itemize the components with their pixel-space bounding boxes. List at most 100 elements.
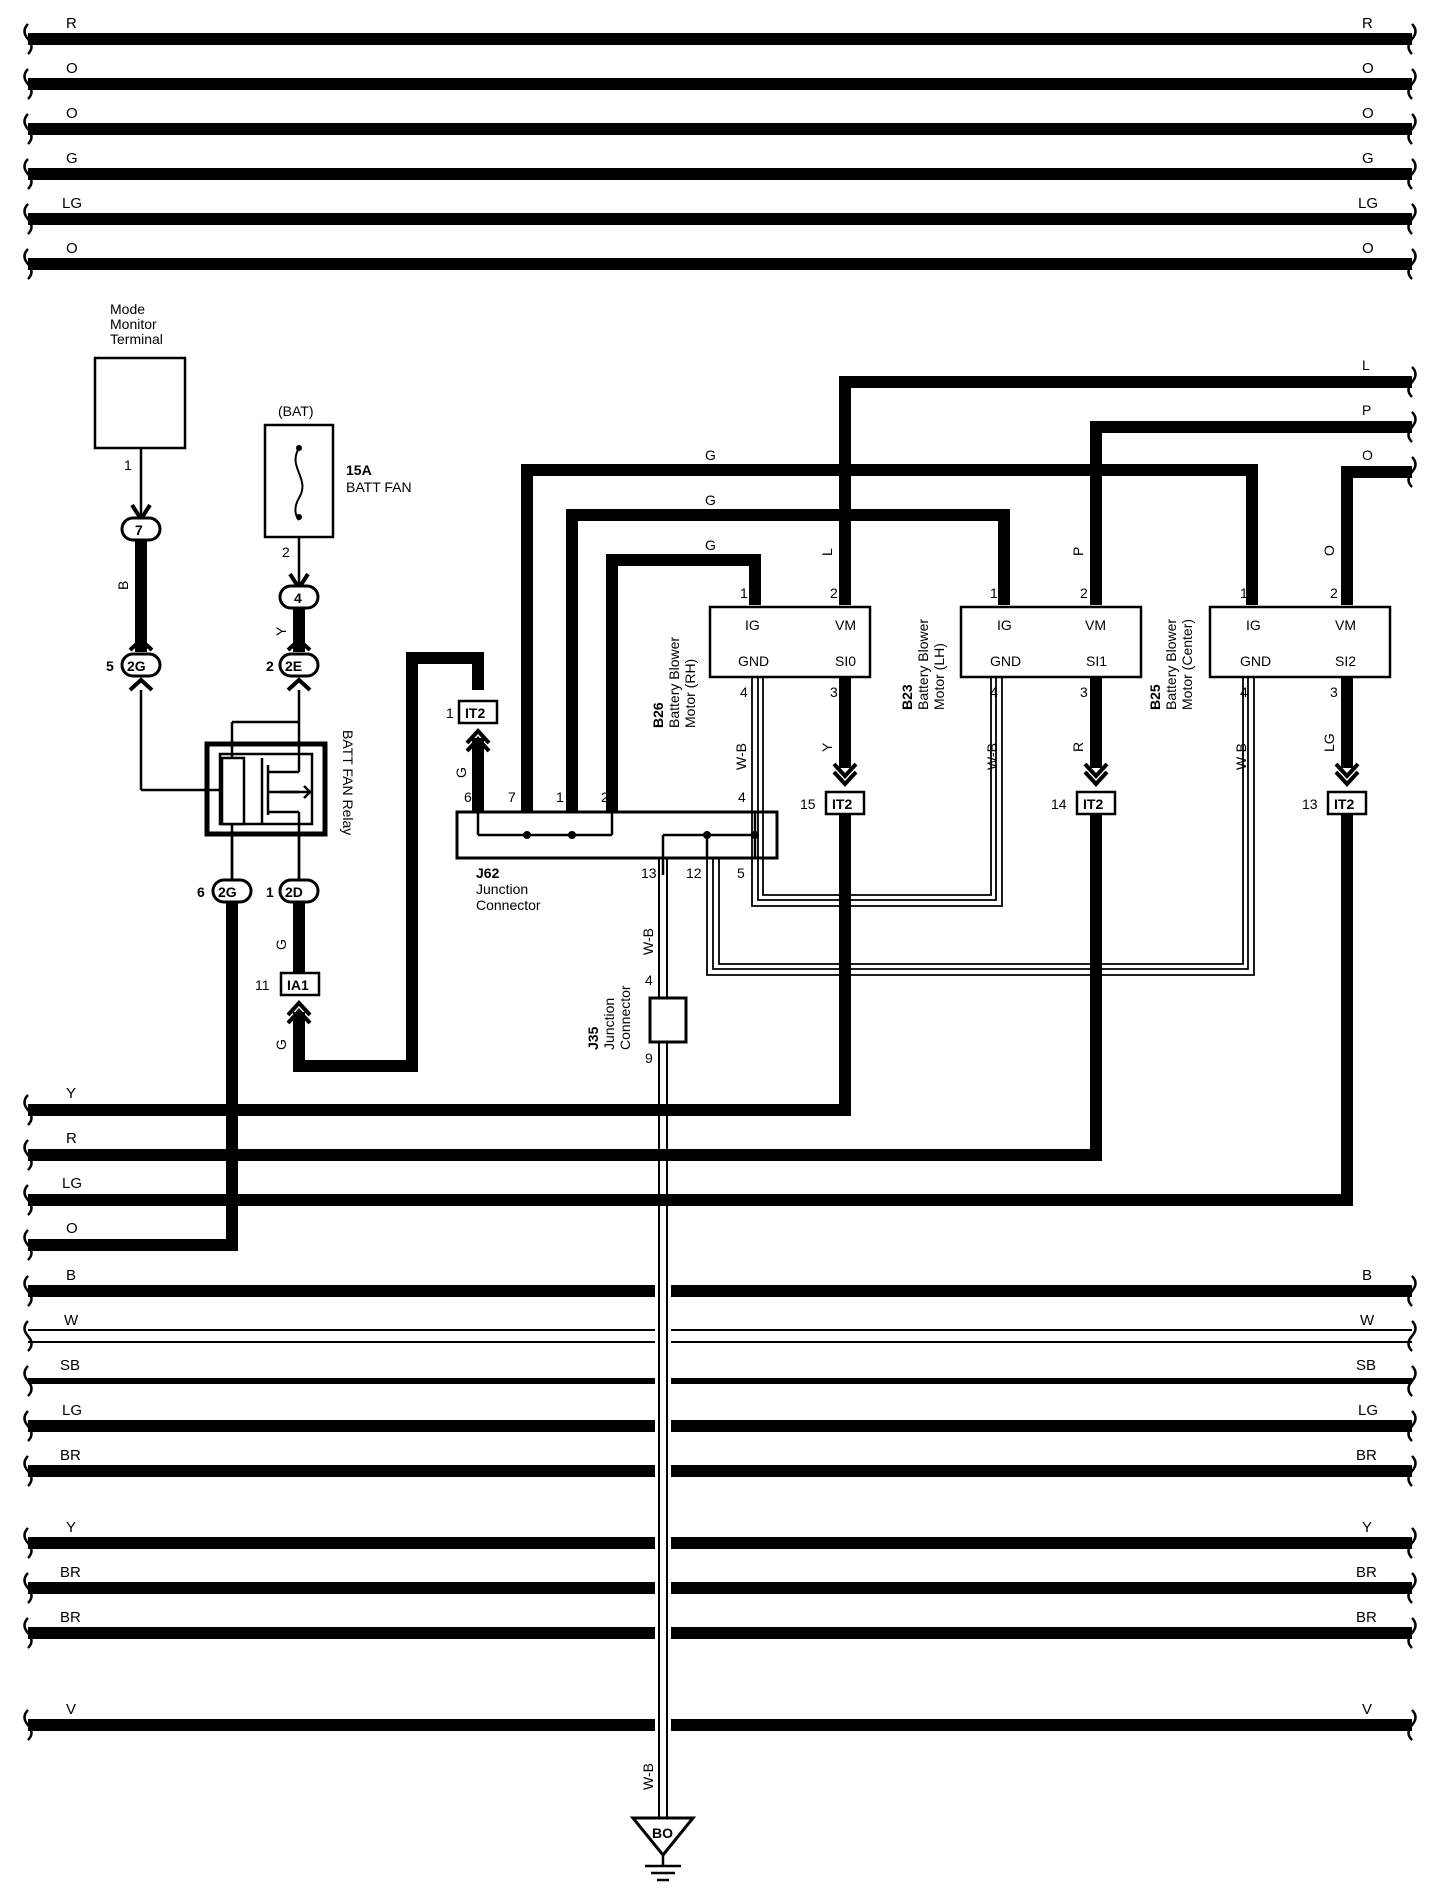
bottom-wire-left-label: BR <box>60 1609 81 1626</box>
top-wire: O O <box>28 240 1412 270</box>
wire-color-g: G <box>705 492 716 508</box>
connector-pin: 6 <box>197 884 205 900</box>
top-wire-right-label: O <box>1362 105 1374 122</box>
top-wire-left-label: O <box>66 240 78 257</box>
motor-pin-name: GND <box>1240 653 1271 669</box>
bottom-wire-left-label: LG <box>62 1402 82 1419</box>
wire-color-b: B <box>115 581 131 590</box>
bottom-wire-right-label: V <box>1362 1701 1372 1718</box>
motor-b26: IG VM GND SI0 1 2 4 3 B26 Battery Blower… <box>650 585 872 728</box>
motor-b23: IG VM GND SI1 1 2 4 3 B23 Battery Blower… <box>899 585 1143 710</box>
motor-name: Motor (Center) <box>1179 619 1195 710</box>
top-wire-left-label: G <box>66 150 78 167</box>
motor-name: Battery Blower <box>915 619 931 710</box>
top-wire-left-label: LG <box>62 195 82 212</box>
break-marks-mid <box>23 1094 33 1261</box>
bottom-wire-left-label: SB <box>60 1357 80 1374</box>
wire-color-lg: LG <box>1321 733 1337 752</box>
right-feed-label: O <box>1362 447 1373 463</box>
wire-color-l: L <box>819 548 835 556</box>
bottom-wire-right-label: BR <box>1356 1564 1377 1581</box>
batt-fan-relay: BATT FAN Relay <box>204 690 356 890</box>
motor-pin: 1 <box>740 585 748 601</box>
ground-bo: BO <box>629 1816 697 1882</box>
motor-pin-name: SI0 <box>835 653 856 669</box>
mode-monitor-title: Monitor <box>110 316 157 332</box>
connector-pin: 5 <box>106 658 114 674</box>
bottom-wire-right-label: BR <box>1356 1447 1377 1464</box>
connector-2g-top: 2G 5 <box>106 637 162 692</box>
connector-label: IT2 <box>465 705 485 721</box>
wire-color-r: R <box>1070 742 1086 752</box>
motor-name: Motor (LH) <box>931 643 947 710</box>
wire-color-wb: W-B <box>640 1763 656 1790</box>
motor-pin-name: VM <box>835 617 856 633</box>
wire-color-y: Y <box>819 742 835 752</box>
j62-code: J62 <box>476 865 500 881</box>
break-marks-right <box>1407 366 1417 488</box>
mid-wire-label: R <box>66 1130 77 1147</box>
fuse-name: BATT FAN <box>346 479 412 495</box>
j62-pin: 1 <box>556 789 564 805</box>
wire-color-g: G <box>273 939 289 950</box>
j35-name: Junction <box>601 998 617 1050</box>
connector-pin: 15 <box>800 796 816 812</box>
top-wire: LG LG <box>28 195 1412 225</box>
bottom-wire: W W <box>28 1312 1412 1343</box>
j62-name: Junction <box>476 881 528 897</box>
connector-it2-13: IT2 13 <box>1302 790 1368 816</box>
wire-color-g: G <box>453 767 469 778</box>
j62-pin: 6 <box>464 789 472 805</box>
fuse-batt-fan: (BAT) 15A BATT FAN 2 <box>263 403 412 592</box>
j62-pin: 13 <box>641 865 657 881</box>
bottom-wire-left-label: W <box>64 1312 79 1329</box>
j62-pin: 2 <box>601 789 609 805</box>
connector-pin: 1 <box>266 884 274 900</box>
break-marks-bottom <box>23 1275 1417 1741</box>
wire-color-g: G <box>705 447 716 463</box>
connector-label: 7 <box>135 522 143 538</box>
motor-pin: 4 <box>990 684 998 700</box>
bottom-wire-right-label: BR <box>1356 1609 1377 1626</box>
connector-pin: 2 <box>266 658 274 674</box>
j35-name: Connector <box>617 985 633 1050</box>
motor-pin: 2 <box>1330 585 1338 601</box>
top-wire-right-label: LG <box>1358 195 1378 212</box>
connector-label: IT2 <box>832 796 852 812</box>
j62-name: Connector <box>476 897 541 913</box>
bottom-wire: V V <box>28 1701 1412 1731</box>
mid-wire-label: Y <box>66 1085 76 1102</box>
motor-pin-name: IG <box>1246 617 1261 633</box>
motor-pin: 3 <box>830 684 838 700</box>
connector-2d: 2D 1 <box>266 878 320 904</box>
bottom-wire-left-label: Y <box>66 1519 76 1536</box>
connector-2e: 2E 2 <box>266 637 320 692</box>
motor-pin: 3 <box>1080 684 1088 700</box>
bottom-wire: B B <box>28 1267 1412 1297</box>
connector-pin: 11 <box>255 977 270 993</box>
motor-code: B26 <box>650 702 666 728</box>
top-wire: R R <box>28 15 1412 45</box>
wire-color-wb: W-B <box>733 743 749 770</box>
mode-monitor-terminal: Mode Monitor Terminal 1 <box>93 301 187 523</box>
j35-pin: 9 <box>645 1050 653 1066</box>
motor-pin-name: IG <box>997 617 1012 633</box>
j62-pin: 4 <box>738 789 746 805</box>
motor-pin: 1 <box>990 585 998 601</box>
bottom-wire-left-label: BR <box>60 1447 81 1464</box>
connector-it2-15: IT2 15 <box>800 790 866 816</box>
top-wire-right-label: R <box>1362 15 1373 32</box>
top-wire-bundle: R R O O O O G G LG LG O O <box>23 15 1417 280</box>
bottom-wire: Y Y <box>28 1519 1412 1549</box>
motor-pin: 2 <box>830 585 838 601</box>
connector-it2-14: IT2 14 <box>1051 790 1117 816</box>
top-wire-right-label: O <box>1362 60 1374 77</box>
top-wire-right-label: G <box>1362 150 1374 167</box>
motor-b25: IG VM GND SI2 1 2 4 3 B25 Battery Blower… <box>1147 585 1392 710</box>
bottom-wire: BR BR <box>28 1564 1412 1594</box>
mode-monitor-title: Terminal <box>110 331 163 347</box>
connector-2g-bottom: 2G 6 <box>197 878 253 904</box>
gnd-shield-lines <box>706 677 1255 976</box>
motor-pin: 2 <box>1080 585 1088 601</box>
